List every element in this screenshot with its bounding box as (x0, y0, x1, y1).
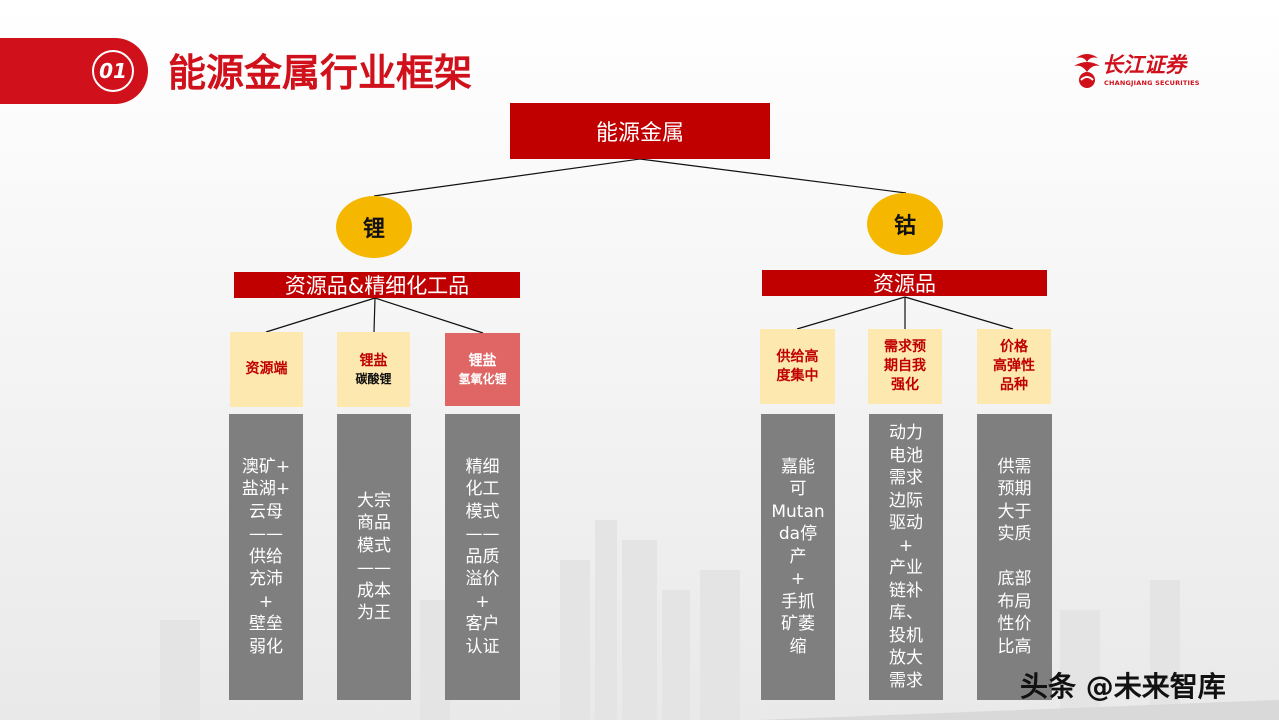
detail-line (998, 546, 1032, 569)
root-node: 能源金属 (510, 103, 770, 159)
detail-line: 产业 (889, 558, 923, 578)
detail-line: 手抓 (781, 591, 815, 612)
lithium-detail-carbonate: 大宗 商品 模式 —— 成本 为王 (337, 414, 411, 700)
detail-line: 精细 (465, 456, 500, 477)
category-title: 需求预 (884, 339, 926, 355)
detail-line: 商品 (357, 513, 391, 533)
detail-line: + (790, 569, 806, 590)
detail-line: 链补 (889, 580, 923, 601)
category-title: 锂盐 (468, 353, 497, 369)
category-title: 强化 (891, 377, 919, 393)
lithium-category-carbonate: 锂盐 碳酸锂 (337, 332, 410, 407)
cobalt-category-price: 价格 高弹性 品种 (977, 329, 1051, 404)
category-title: 供给高 (776, 348, 819, 365)
detail-line: 溢价 (465, 569, 500, 590)
detail-line: 库、 (889, 603, 923, 623)
category-title: 价格 (1000, 339, 1028, 355)
cobalt-detail-supply: 嘉能 可 Mutan da停 产 + 手抓 矿萎 缩 (761, 414, 835, 700)
detail-line: 云母 (249, 501, 283, 522)
detail-line: 底部 (997, 569, 1032, 590)
category-sub: 碳酸锂 (355, 372, 392, 386)
detail-line: 需求 (889, 670, 923, 691)
lithium-band: 资源品&精细化工品 (234, 272, 520, 298)
category-title: 资源端 (245, 361, 288, 377)
detail-line: 缩 (789, 636, 807, 657)
detail-line: da停 (778, 524, 818, 545)
detail-line: 投机 (889, 625, 923, 646)
detail-line: 品质 (465, 546, 500, 567)
detail-line: 客户 (465, 614, 500, 635)
category-title: 高弹性 (993, 358, 1035, 374)
page-title: 能源金属行业框架 (168, 51, 473, 95)
detail-line: 放大 (889, 648, 923, 668)
category-title: 品种 (1000, 377, 1028, 393)
detail-line: 比高 (997, 636, 1032, 657)
detail-line: 为王 (357, 603, 391, 623)
cobalt-node: 钴 (867, 193, 943, 255)
category-title: 期自我 (884, 358, 926, 374)
detail-line: 成本 (357, 580, 391, 601)
detail-line: 电池 (889, 445, 923, 466)
cobalt-category-supply: 供给高 度集中 (760, 329, 835, 404)
detail-line: 实质 (997, 524, 1032, 545)
detail-line: 矿萎 (781, 614, 815, 635)
section-number: 01 (92, 50, 134, 92)
lithium-category-hydroxide: 锂盐 氢氧化锂 (445, 333, 520, 406)
detail-line: 盐湖+ (241, 479, 291, 500)
logo-name-cn: 长江证券 (1102, 53, 1186, 77)
logo-name-en: CHANGJIANG SECURITIES (1104, 79, 1200, 87)
category-title: 度集中 (776, 367, 819, 384)
detail-line: 弱化 (249, 636, 283, 657)
detail-line: —— (249, 524, 283, 545)
detail-line: 性价 (997, 614, 1032, 635)
lithium-detail-hydroxide: 精细 化工 模式 —— 品质 溢价 + 客户 认证 (445, 414, 520, 700)
detail-line: 模式 (465, 501, 500, 522)
detail-line: —— (357, 558, 391, 578)
lithium-detail-resource: 澳矿+ 盐湖+ 云母 —— 供给 充沛 + 壁垒 弱化 (229, 414, 303, 700)
lithium-node: 锂 (336, 196, 412, 258)
detail-line: 认证 (465, 636, 500, 657)
detail-line: + (258, 591, 274, 612)
detail-line: 供给 (249, 546, 283, 567)
detail-line: + (898, 535, 914, 556)
detail-line: 化工 (465, 479, 500, 500)
changjiang-logo-icon (1074, 54, 1100, 88)
detail-line: 大宗 (357, 490, 391, 511)
detail-line: 驱动 (889, 513, 923, 533)
detail-line: 需求 (889, 468, 923, 488)
detail-line: 供需 (997, 456, 1032, 477)
detail-line: 可 (789, 479, 807, 500)
detail-line: 边际 (889, 490, 923, 511)
detail-line: 动力 (889, 423, 923, 443)
cobalt-band: 资源品 (762, 270, 1047, 296)
detail-line: 大于 (997, 501, 1032, 522)
cobalt-detail-demand: 动力 电池 需求 边际 驱动 + 产业 链补 库、 投机 放大 需求 (869, 414, 943, 700)
category-sub: 氢氧化锂 (458, 372, 507, 386)
category-title: 锂盐 (359, 353, 388, 369)
detail-line: 模式 (357, 535, 391, 556)
detail-line: 澳矿+ (241, 456, 291, 477)
cobalt-category-demand: 需求预 期自我 强化 (868, 329, 942, 404)
lithium-category-resource: 资源端 (230, 332, 303, 407)
detail-line: 壁垒 (249, 614, 283, 635)
detail-line: 产 (789, 546, 807, 567)
watermark: 头条 @未来智库 (1020, 670, 1226, 703)
detail-line: 嘉能 (781, 456, 815, 477)
detail-line: 充沛 (249, 569, 283, 590)
cobalt-detail-price: 供需 预期 大于 实质 底部 布局 性价 比高 (977, 414, 1052, 700)
detail-line: + (475, 591, 490, 612)
detail-line: 布局 (997, 591, 1032, 612)
detail-line: —— (465, 524, 500, 545)
detail-line: 预期 (997, 479, 1032, 500)
detail-line: Mutan (771, 501, 825, 522)
